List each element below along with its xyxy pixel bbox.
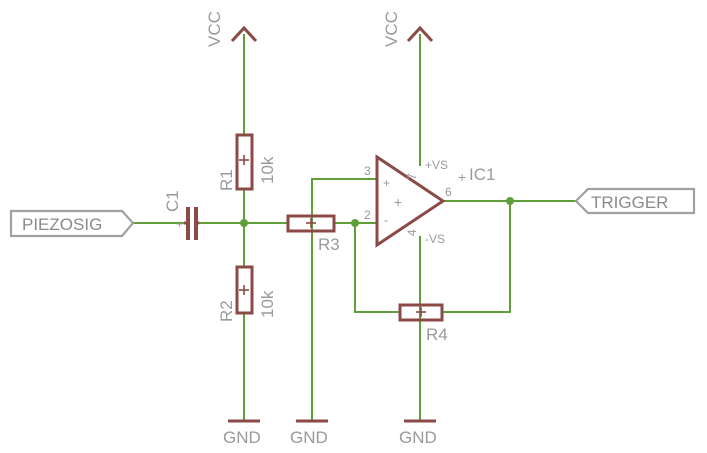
junction-dot <box>351 219 359 227</box>
gnd-symbol: GND <box>290 419 328 447</box>
c1-name: C1 <box>163 190 182 212</box>
ic1-pin3: 3 <box>364 164 371 178</box>
ic1-pin6: 6 <box>445 185 452 199</box>
ic1-pin2: 2 <box>364 208 371 222</box>
resistor-r2: R2 10k <box>217 265 277 322</box>
wire-plus-gnd <box>311 178 378 421</box>
ic1-name: IC1 <box>469 165 495 184</box>
resistor-r4: R4 <box>398 303 448 344</box>
gnd-symbol: GND <box>399 419 437 447</box>
ic1-pin7: 7 <box>405 173 419 180</box>
junction-dot <box>506 197 514 205</box>
wire-feedback-right <box>441 200 511 313</box>
wires <box>132 34 577 421</box>
ic1-minus-small: - <box>384 213 388 227</box>
gnd-label: GND <box>399 428 437 447</box>
r4-name: R4 <box>426 325 448 344</box>
capacitor-c1: + C1 <box>163 190 199 240</box>
gnd-label: GND <box>290 428 328 447</box>
r2-name: R2 <box>217 300 236 322</box>
gnd-symbol: GND <box>223 419 261 447</box>
input-port: PIEZOSIG <box>9 209 135 238</box>
vcc-symbol: VCC <box>382 11 434 47</box>
output-port-label: TRIGGER <box>591 193 668 212</box>
ic1-origin-cross: + <box>458 169 466 185</box>
vcc-symbol: VCC <box>205 11 258 47</box>
vcc-label: VCC <box>205 11 224 47</box>
wire-feedback-left <box>354 222 401 313</box>
output-port: TRIGGER <box>574 187 696 215</box>
r1-value: 10k <box>258 156 277 184</box>
opamp-ic1: 3 2 6 7 4 + - + +VS -VS + IC1 <box>364 154 495 248</box>
input-port-label: PIEZOSIG <box>22 215 102 234</box>
resistor-r3: R3 <box>286 214 340 254</box>
r1-name: R1 <box>217 169 236 191</box>
resistor-r1: R1 10k <box>217 133 277 191</box>
vcc-label: VCC <box>382 11 401 47</box>
ic1-plus-small: + <box>383 176 390 190</box>
ic1-plus-vs: +VS <box>425 158 448 172</box>
ic1-pin4: 4 <box>405 229 419 236</box>
ic1-minus-vs: -VS <box>425 232 445 246</box>
ic1-center-plus: + <box>394 194 402 210</box>
r2-value: 10k <box>258 290 277 318</box>
c1-polarity: + <box>176 217 183 231</box>
junction-dot <box>240 219 248 227</box>
r3-name: R3 <box>318 235 340 254</box>
gnd-label: GND <box>223 428 261 447</box>
